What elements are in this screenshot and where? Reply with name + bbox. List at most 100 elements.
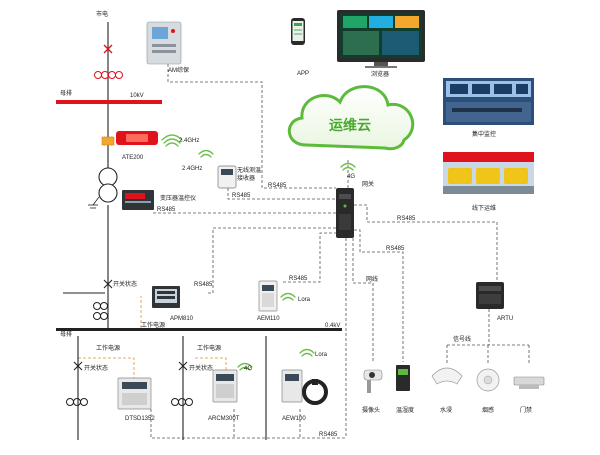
ct-ring [171, 398, 179, 406]
receiver-label-line1: 无线测温 [237, 166, 261, 174]
rs485-bottom-label: RS485 [319, 432, 338, 438]
ct-ring [73, 398, 81, 406]
lora-bottom-label: Lora [315, 352, 328, 358]
lora-aem110-label: Lora [298, 297, 311, 303]
voltage-10kv-label: 10kV [130, 93, 144, 99]
busbar-10kv [56, 100, 162, 104]
app-phone-device [291, 18, 305, 45]
aem110-label: AEM110 [257, 316, 280, 322]
central-monitor-label: 集中监控 [472, 130, 496, 138]
rs485-apm-line [208, 227, 336, 294]
door-access-device [513, 376, 545, 389]
app-label: APP [297, 71, 309, 77]
labels-layer: 市电 母排 10kV AM综保 ATE200 2.4GHz 2.4GHz 无线测… [60, 10, 532, 438]
transformer-coil [98, 167, 118, 187]
temp-humidity-label: 温湿度 [396, 406, 414, 414]
comm-lines [150, 64, 530, 439]
offline-ops-photo [443, 152, 534, 194]
arcm300t-label: ARCM300T [208, 416, 240, 422]
browser-monitor-device [337, 10, 425, 68]
rs485-aem110-label: RS485 [289, 276, 308, 282]
transformer-grounding [88, 196, 100, 209]
transformer-temp-controller [122, 190, 154, 210]
rs485-right2-label: RS485 [386, 246, 405, 252]
rs485-right1-label: RS485 [397, 216, 416, 222]
operations-cloud [287, 85, 415, 151]
signal-4g-cloud-label: 4G [347, 174, 355, 180]
signal-line-label: 信号线 [453, 335, 471, 343]
wireless-receiver-device [217, 165, 237, 189]
wifi-icon-cloud [340, 162, 356, 171]
camera-label: 摄像头 [362, 406, 380, 414]
grid-label: 市电 [96, 10, 108, 18]
smoke-detector-device [476, 368, 500, 392]
ct-black [66, 302, 193, 406]
aew100-label: AEW100 [282, 416, 306, 422]
aem110-device [258, 280, 278, 312]
rs485-receiver2-label: RS485 [232, 193, 251, 199]
apm810-device [152, 286, 180, 308]
ct-ring [108, 71, 116, 79]
rs485-apm-label: RS485 [194, 282, 213, 288]
switch-state-mid-label: 开关状态 [189, 364, 213, 372]
signal-4g-bottom-label: 4G [244, 366, 252, 372]
ct-ring [66, 398, 74, 406]
work-power-arcm [195, 357, 227, 370]
ground-wire [92, 196, 100, 206]
ate-sensor [101, 136, 115, 146]
gateway-device [336, 188, 354, 238]
work-power-mid-label: 工作电源 [197, 344, 221, 352]
breaker-cross [103, 279, 113, 289]
relay-label: AM综保 [168, 66, 189, 74]
transformer-symbol [98, 167, 118, 203]
ct-ring [93, 302, 101, 310]
gateway-label: 网关 [362, 180, 374, 188]
voltage-04kv-label: 0.4kV [325, 323, 340, 329]
aew100-device [281, 369, 328, 405]
breaker-cross [178, 361, 188, 371]
wifi-icon-receiver [198, 149, 214, 158]
dtsd1352-device [117, 377, 152, 410]
freq-receiver-label: 2.4GHz [182, 166, 202, 172]
freq-ate-label: 2.4GHz [179, 138, 199, 144]
rs485-network-line [354, 229, 404, 362]
wifi-icon-aew [299, 348, 315, 357]
artu-label: ARTU [497, 316, 513, 322]
browser-label: 浏览器 [371, 70, 389, 78]
offline-ops-label: 线下运维 [472, 204, 496, 212]
work-power-dtsd [78, 357, 135, 378]
transformer-coil [98, 183, 118, 203]
temp-humidity-device [396, 365, 410, 391]
wifi-icon-arcm [237, 362, 253, 371]
apm810-label: APM810 [170, 316, 194, 322]
rs485-aem110-line [283, 232, 336, 283]
breaker-cross [73, 361, 83, 371]
rs485-bottom-line [150, 409, 346, 439]
arcm300t-device [212, 369, 238, 403]
dtsd1352-label: DTSD1352 [125, 416, 155, 422]
cloud-label: 运维云 [329, 117, 371, 133]
network-line-label: 网线 [366, 275, 378, 283]
relay-device-am [146, 21, 182, 65]
rs485-artu-line [354, 204, 498, 282]
ct-ring [185, 398, 193, 406]
water-leak-device [431, 367, 463, 385]
rs485-receiver-label: RS485 [268, 183, 287, 189]
work-power-left-label: 工作电源 [96, 344, 120, 352]
ct-ring [178, 398, 186, 406]
ct-ring [94, 71, 102, 79]
breaker-cross [103, 44, 113, 54]
bus-top-label: 母排 [60, 89, 72, 97]
central-monitor-photo [443, 78, 534, 125]
camera-device [363, 369, 383, 393]
water-leak-label: 水浸 [440, 406, 452, 414]
ate200-device [116, 131, 158, 145]
ct-ring [80, 398, 88, 406]
wifi-icon-ate [161, 134, 183, 147]
work-power-top-label: 工作电源 [141, 321, 165, 329]
door-label: 门禁 [520, 406, 532, 414]
ct-ring [100, 312, 108, 320]
ct-red [94, 71, 123, 79]
